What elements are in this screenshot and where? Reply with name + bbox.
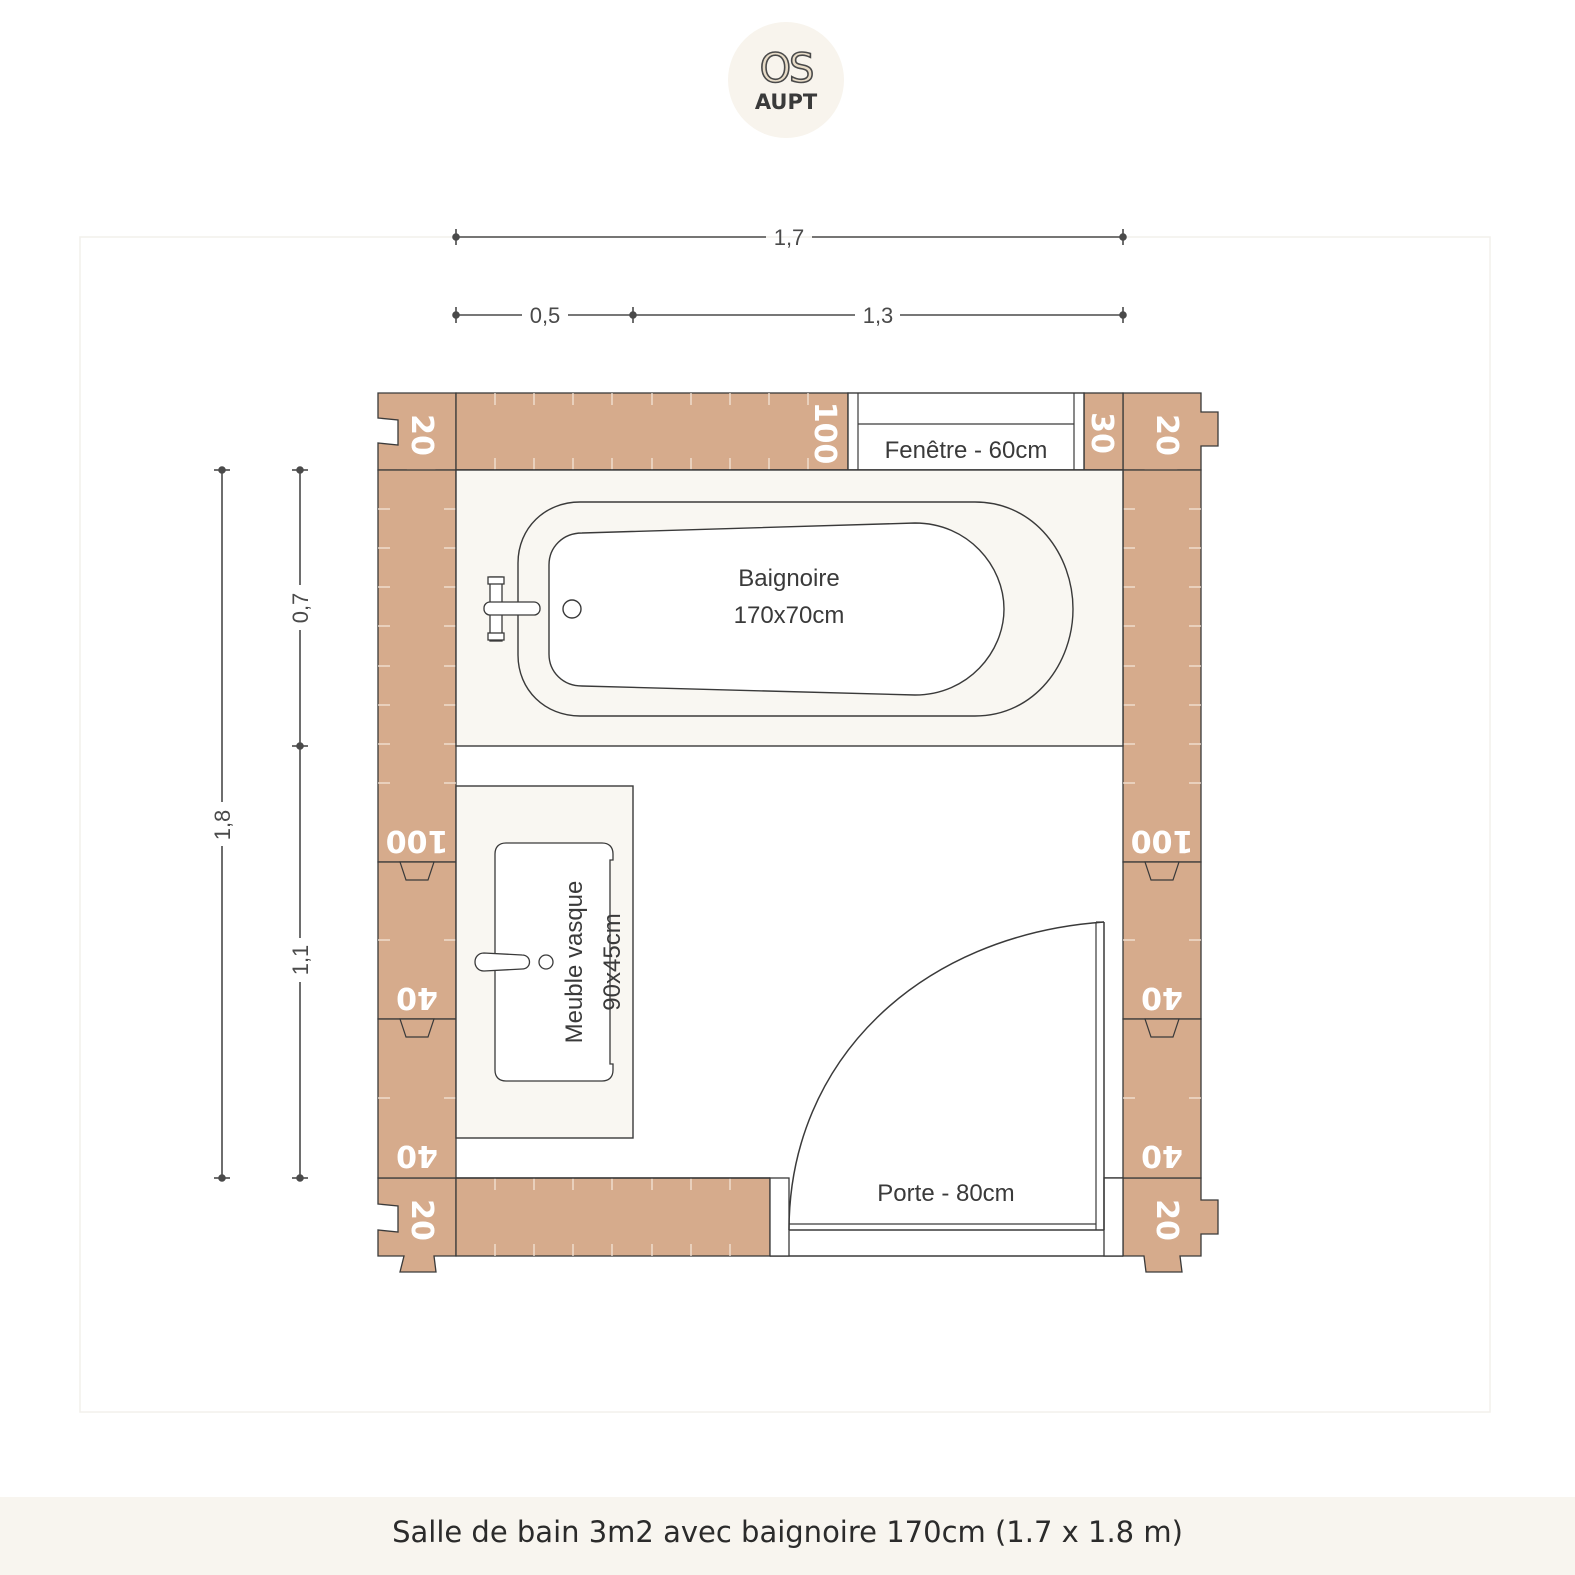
dim-segment-right: 1,3 <box>863 303 894 328</box>
tile-bottom-long <box>455 1177 771 1257</box>
vanity-faucet-icon <box>474 952 554 972</box>
caption: Salle de bain 3m2 avec baignoire 170cm (… <box>392 1515 1183 1549</box>
logo: OS AUPT <box>728 22 844 138</box>
dimension-lines: 1,7 0,5 1,3 1,8 0,7 1,1 <box>210 225 1127 1182</box>
tile-top-short <box>1083 392 1124 471</box>
tile-right-long <box>1122 469 1202 863</box>
logo-line-1: OS <box>759 45 815 93</box>
bathtub-faucet-icon <box>483 576 541 642</box>
window-label: Fenêtre - 60cm <box>885 437 1048 464</box>
tile-label-corner-br: 20 <box>1149 1199 1184 1241</box>
tile-label-corner-bl: 20 <box>404 1199 439 1241</box>
bathtub-name: Baignoire <box>738 565 839 592</box>
dim-total-width: 1,7 <box>774 225 805 250</box>
tile-label-right-short-1: 40 <box>1141 980 1183 1015</box>
vanity: Meuble vasque 90x45cm <box>455 785 634 1139</box>
logo-line-2: AUPT <box>754 90 818 114</box>
door: Porte - 80cm <box>769 921 1124 1257</box>
window: Fenêtre - 60cm <box>847 392 1085 471</box>
dim-segment-left: 0,5 <box>530 303 561 328</box>
tile-top-long <box>455 392 849 471</box>
vanity-name: Meuble vasque <box>561 881 588 1044</box>
tile-label-left-short-1: 40 <box>396 980 438 1015</box>
tile-notches <box>399 861 1180 1038</box>
door-label: Porte - 80cm <box>877 1180 1014 1207</box>
tile-labels: 20 20 20 20 100 30 100 40 40 100 40 40 <box>386 402 1194 1241</box>
bathtub: Baignoire 170x70cm <box>455 469 1124 747</box>
tile-label-corner-tl: 20 <box>404 414 439 456</box>
tile-label-corner-tr: 20 <box>1149 414 1184 456</box>
tile-label-window-side: 30 <box>1084 412 1119 454</box>
floor-plan: 1,7 0,5 1,3 1,8 0,7 1,1 <box>79 225 1491 1413</box>
tile-label-left-short-2: 40 <box>396 1138 438 1173</box>
tile-left-short-1 <box>377 861 457 1020</box>
caption-bar: Salle de bain 3m2 avec baignoire 170cm (… <box>0 1497 1575 1575</box>
dim-segment-bottom: 1,1 <box>288 945 313 976</box>
plan-frame <box>79 236 1491 1413</box>
tile-label-right-short-2: 40 <box>1141 1138 1183 1173</box>
bathtub-size: 170x70cm <box>734 602 845 629</box>
dim-total-height: 1,8 <box>210 810 235 841</box>
tile-label-top-long: 100 <box>807 402 842 465</box>
tile-ticks <box>378 393 1201 1256</box>
dim-segment-top: 0,7 <box>288 593 313 624</box>
vanity-size: 90x45cm <box>599 913 626 1010</box>
corner-tile-bottom-right <box>1122 1177 1219 1273</box>
tile-label-left-long: 100 <box>386 823 449 858</box>
tile-label-right-long: 100 <box>1131 823 1194 858</box>
tile-left-long <box>377 469 457 863</box>
